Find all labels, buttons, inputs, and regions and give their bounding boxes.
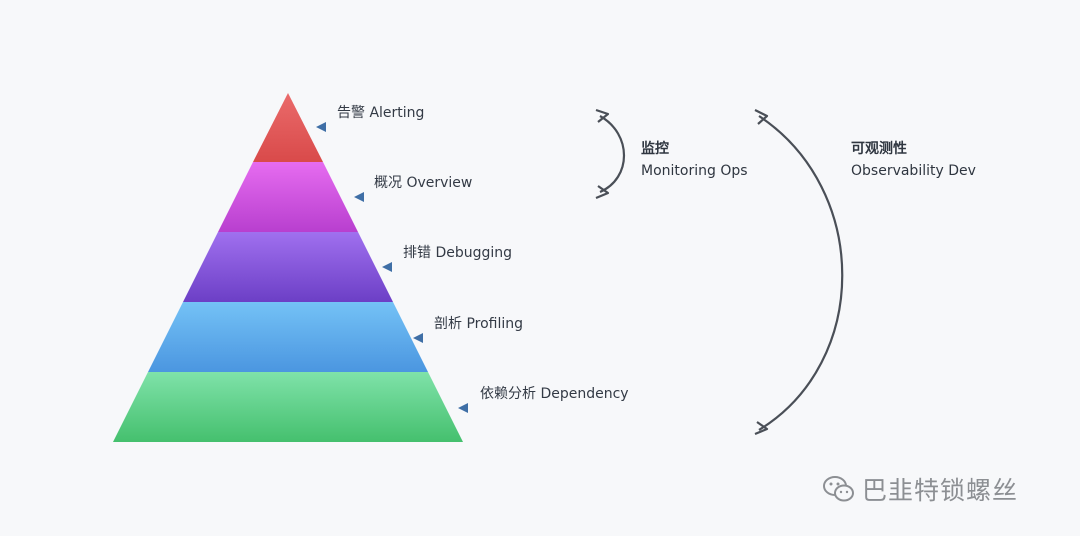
layer-label-zh: 告警 — [337, 105, 365, 121]
pointer-arrow-debugging — [382, 262, 507, 272]
pointer-arrow-alerting — [316, 122, 503, 132]
observability-label-zh: 可观测性 — [851, 141, 907, 157]
observability-curve-arrow — [754, 109, 844, 436]
pyramid-layer-overview — [218, 162, 358, 232]
layer-label-en: Alerting — [369, 105, 425, 121]
pointer-arrow-overview — [354, 192, 503, 202]
pyramid-layer-dependency — [113, 372, 463, 442]
layer-label-debugging: 排错 Debugging — [403, 242, 512, 262]
layer-label-zh: 概况 — [374, 175, 402, 191]
layer-label-zh: 依赖分析 — [480, 386, 536, 402]
observability-label: 可观测性 Observability Dev — [851, 138, 976, 182]
layer-label-en: Dependency — [540, 386, 629, 402]
layer-label-dependency: 依赖分析 Dependency — [480, 383, 629, 403]
wechat-icon — [823, 476, 854, 502]
pyramid-layer-profiling — [148, 302, 428, 372]
monitoring-curve-arrow — [595, 108, 625, 200]
layer-label-profiling: 剖析 Profiling — [434, 313, 523, 333]
layer-label-zh: 排错 — [403, 245, 431, 261]
monitoring-label-zh: 监控 — [641, 141, 669, 157]
watermark: 巴韭特锁螺丝 — [822, 468, 1062, 510]
layer-label-overview: 概况 Overview — [374, 172, 472, 192]
monitoring-label-en: Monitoring Ops — [641, 163, 748, 179]
pyramid-layer-alerting — [253, 93, 323, 162]
pointer-arrow-dependency — [458, 403, 505, 413]
layer-label-alerting: 告警 Alerting — [337, 102, 424, 122]
layer-label-en: Profiling — [466, 316, 524, 332]
observability-label-en: Observability Dev — [851, 163, 976, 179]
pyramid-layer-debugging — [183, 232, 393, 302]
pointer-arrow-profiling — [413, 333, 522, 343]
layer-label-en: Overview — [406, 175, 473, 191]
layer-label-zh: 剖析 — [434, 316, 462, 332]
layer-label-en: Debugging — [435, 245, 513, 261]
monitoring-label: 监控 Monitoring Ops — [641, 138, 748, 182]
watermark-text: 巴韭特锁螺丝 — [862, 476, 1019, 505]
